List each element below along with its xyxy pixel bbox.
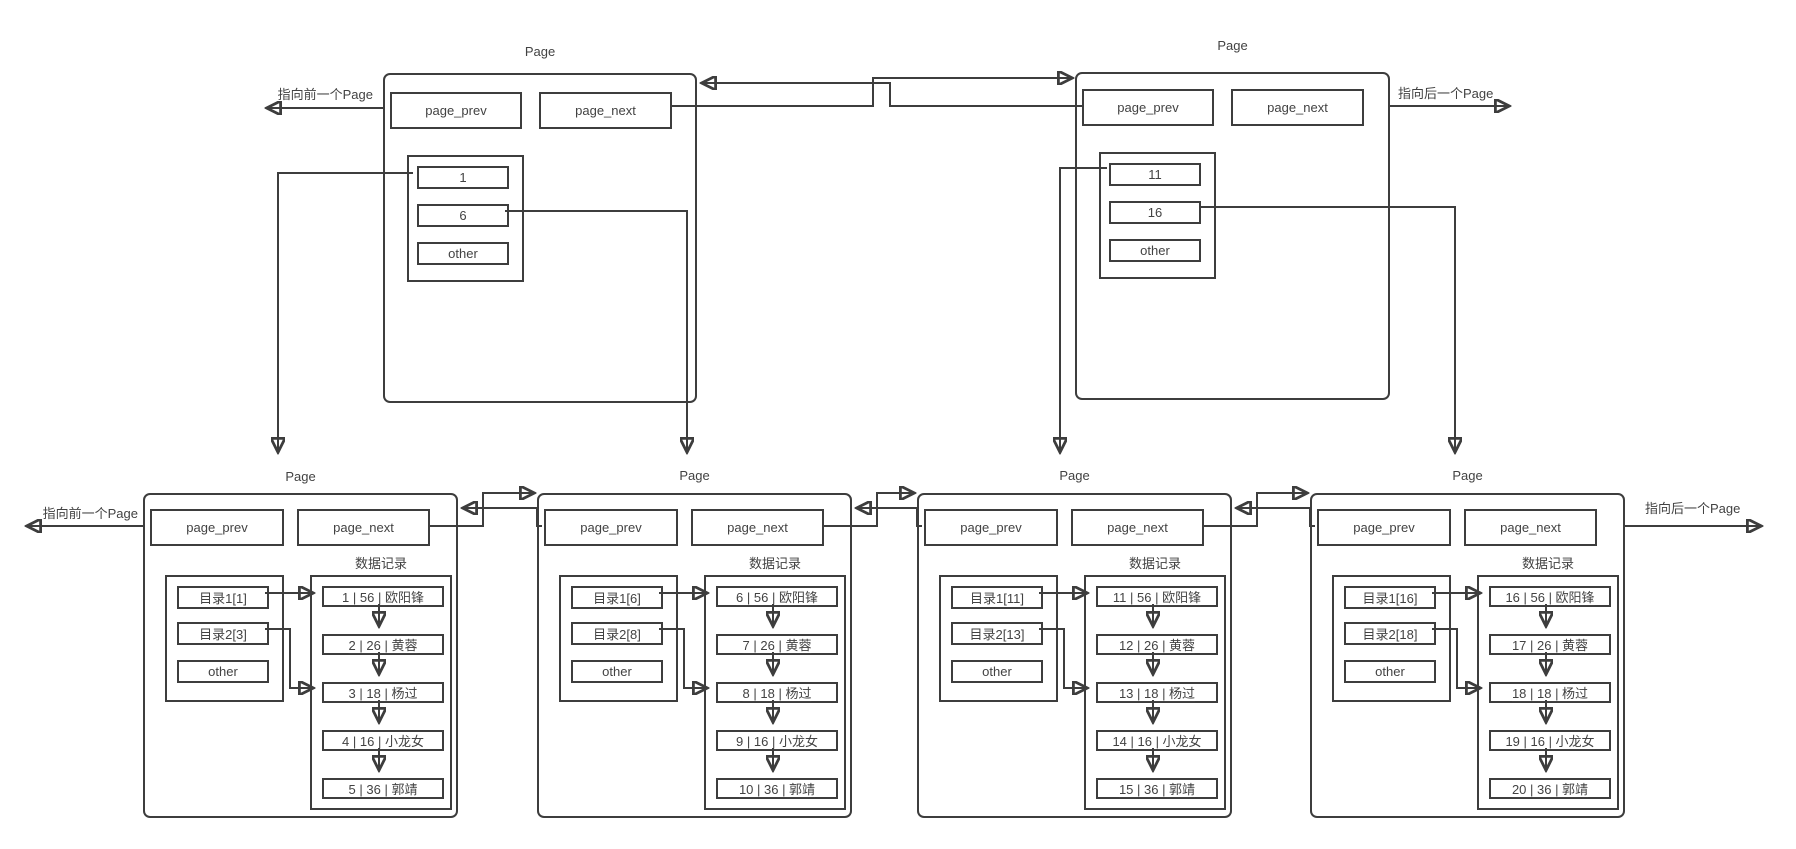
page-next-box: page_next — [1071, 509, 1204, 546]
next-pointer-label: 指向后一个Page — [1398, 86, 1494, 101]
page-title: Page — [679, 468, 710, 483]
page-next-box: page_next — [691, 509, 824, 546]
page-title: Page — [524, 44, 556, 59]
directory-group: 目录1[6] 目录2[8] other — [559, 575, 678, 702]
record-row: 3 | 18 | 杨过 — [322, 682, 444, 703]
leaf-page-2: page_prev page_next 数据记录 目录1[6] 目录2[8] o… — [537, 493, 852, 818]
page-prev-box: page_prev — [924, 509, 1058, 546]
record-row: 16 | 56 | 欧阳锋 — [1489, 586, 1611, 607]
directory-entry: 目录2[13] — [951, 622, 1043, 645]
record-row: 1 | 56 | 欧阳锋 — [322, 586, 444, 607]
index-cell: 16 — [1109, 201, 1201, 224]
page-prev-box: page_prev — [1082, 89, 1214, 126]
page-title: Page — [285, 469, 316, 484]
index-cell: 6 — [417, 204, 509, 227]
arrow-top-prev-link — [703, 83, 1082, 107]
internal-page-left: page_prev page_next 1 6 other — [383, 73, 697, 403]
record-row: 5 | 36 | 郭靖 — [322, 778, 444, 799]
record-row: 20 | 36 | 郭靖 — [1489, 778, 1611, 799]
record-row: 10 | 36 | 郭靖 — [716, 778, 838, 799]
next-pointer-label: 指向后一个Page — [1645, 501, 1741, 516]
directory-group: 目录1[16] 目录2[18] other — [1332, 575, 1451, 702]
directory-entry: other — [1344, 660, 1436, 683]
directory-entry: 目录1[1] — [177, 586, 269, 609]
record-row: 9 | 16 | 小龙女 — [716, 730, 838, 751]
index-entry-group: 11 16 other — [1099, 152, 1216, 279]
leaf-page-3: page_prev page_next 数据记录 目录1[11] 目录2[13]… — [917, 493, 1232, 818]
page-title: Page — [1452, 468, 1483, 483]
record-row: 14 | 16 | 小龙女 — [1096, 730, 1218, 751]
records-group: 1 | 56 | 欧阳锋 2 | 26 | 黄蓉 3 | 18 | 杨过 4 |… — [310, 575, 452, 810]
arrow-leaf2-prev — [464, 508, 542, 527]
directory-entry: 目录1[6] — [571, 586, 663, 609]
page-next-box: page_next — [1464, 509, 1597, 546]
page-next-box: page_next — [297, 509, 430, 546]
directory-group: 目录1[11] 目录2[13] other — [939, 575, 1058, 702]
data-records-header: 数据记录 — [1521, 556, 1574, 571]
record-row: 17 | 26 | 黄蓉 — [1489, 634, 1611, 655]
arrow-leaf3-prev — [858, 508, 922, 527]
page-prev-box: page_prev — [1317, 509, 1451, 546]
page-prev-box: page_prev — [544, 509, 678, 546]
page-prev-box: page_prev — [390, 92, 522, 129]
directory-entry: other — [571, 660, 663, 683]
internal-page-right: page_prev page_next 11 16 other — [1075, 72, 1390, 400]
record-row: 6 | 56 | 欧阳锋 — [716, 586, 838, 607]
data-records-header: 数据记录 — [748, 556, 801, 571]
record-row: 8 | 18 | 杨过 — [716, 682, 838, 703]
record-row: 19 | 16 | 小龙女 — [1489, 730, 1611, 751]
directory-entry: 目录2[3] — [177, 622, 269, 645]
page-title: Page — [1059, 468, 1090, 483]
record-row: 12 | 26 | 黄蓉 — [1096, 634, 1218, 655]
record-row: 4 | 16 | 小龙女 — [322, 730, 444, 751]
index-entry-group: 1 6 other — [407, 155, 524, 282]
directory-entry: 目录2[18] — [1344, 622, 1436, 645]
records-group: 16 | 56 | 欧阳锋 17 | 26 | 黄蓉 18 | 18 | 杨过 … — [1477, 575, 1619, 810]
record-row: 13 | 18 | 杨过 — [1096, 682, 1218, 703]
record-row: 18 | 18 | 杨过 — [1489, 682, 1611, 703]
index-cell: other — [417, 242, 509, 265]
page-next-box: page_next — [1231, 89, 1364, 126]
prev-pointer-label: 指向前一个Page — [42, 506, 138, 521]
directory-group: 目录1[1] 目录2[3] other — [165, 575, 284, 702]
record-row: 7 | 26 | 黄蓉 — [716, 634, 838, 655]
directory-entry: other — [177, 660, 269, 683]
index-cell: 11 — [1109, 163, 1201, 186]
arrow-leaf4-prev — [1238, 508, 1315, 527]
directory-entry: other — [951, 660, 1043, 683]
directory-entry: 目录1[11] — [951, 586, 1043, 609]
arrow-top-next-link — [670, 78, 1071, 107]
index-cell: other — [1109, 239, 1201, 262]
record-row: 11 | 56 | 欧阳锋 — [1096, 586, 1218, 607]
prev-pointer-label: 指向前一个Page — [277, 87, 373, 102]
leaf-page-4: page_prev page_next 数据记录 目录1[16] 目录2[18]… — [1310, 493, 1625, 818]
page-title: Page — [1217, 38, 1248, 53]
data-records-header: 数据记录 — [1128, 556, 1181, 571]
records-group: 11 | 56 | 欧阳锋 12 | 26 | 黄蓉 13 | 18 | 杨过 … — [1084, 575, 1226, 810]
page-next-box: page_next — [539, 92, 672, 129]
record-row: 2 | 26 | 黄蓉 — [322, 634, 444, 655]
records-group: 6 | 56 | 欧阳锋 7 | 26 | 黄蓉 8 | 18 | 杨过 9 |… — [704, 575, 846, 810]
directory-entry: 目录1[16] — [1344, 586, 1436, 609]
record-row: 15 | 36 | 郭靖 — [1096, 778, 1218, 799]
directory-entry: 目录2[8] — [571, 622, 663, 645]
leaf-page-1: page_prev page_next 数据记录 目录1[1] 目录2[3] o… — [143, 493, 458, 818]
page-prev-box: page_prev — [150, 509, 284, 546]
data-records-header: 数据记录 — [354, 556, 407, 571]
index-cell: 1 — [417, 166, 509, 189]
